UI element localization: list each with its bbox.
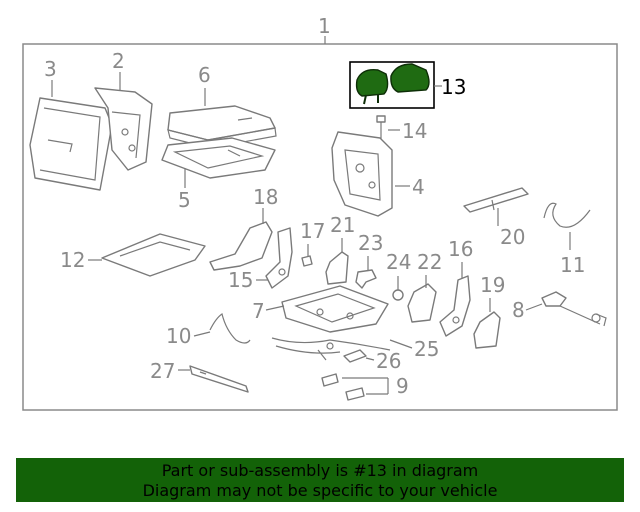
callout-15: 15 (228, 268, 253, 292)
callout-23: 23 (358, 231, 383, 255)
part-3-seatback-panel[interactable] (29, 97, 113, 191)
callout-10: 10 (166, 324, 191, 348)
callout-18: 18 (253, 185, 278, 209)
part-12-panel[interactable] (101, 233, 206, 277)
part-26-connector[interactable] (343, 349, 367, 363)
part-22-cover[interactable] (407, 283, 437, 323)
part-14-guide[interactable] (376, 115, 386, 140)
callout-16: 16 (448, 237, 473, 261)
callout-3: 3 (44, 57, 57, 81)
callout-27: 27 (150, 359, 175, 383)
info-banner: Part or sub-assembly is #13 in diagram D… (16, 458, 624, 502)
part-7-cushion-frame[interactable] (281, 285, 389, 333)
banner-line-2: Diagram may not be specific to your vehi… (142, 481, 498, 500)
callout-8: 8 (512, 298, 525, 322)
part-13-head-restraint[interactable] (355, 63, 430, 105)
part-15-recliner[interactable] (265, 227, 293, 289)
part-17-clip[interactable] (301, 255, 313, 267)
part-5-cushion-frame[interactable] (161, 137, 276, 179)
part-23-latch[interactable] (355, 269, 377, 289)
part-11-wire[interactable] (543, 202, 591, 228)
callout-7: 7 (252, 299, 265, 323)
part-2-seatback-frame[interactable] (94, 87, 153, 171)
callout-25: 25 (414, 337, 439, 361)
callout-22: 22 (417, 250, 442, 274)
part-16-recliner[interactable] (439, 275, 471, 337)
callout-4-text: 4 (412, 175, 425, 199)
part-8-adjuster[interactable] (541, 291, 607, 327)
callout-13: 13 (441, 75, 466, 99)
part-27-bar[interactable] (189, 365, 249, 393)
part-13-highlight-box (349, 61, 435, 109)
part-18-trim[interactable] (209, 221, 273, 271)
callout-20: 20 (500, 225, 525, 249)
callout-21: 21 (330, 213, 355, 237)
callout-19: 19 (480, 273, 505, 297)
callout-12: 12 (60, 248, 85, 272)
callout-9: 9 (396, 374, 409, 398)
part-24-knob[interactable] (392, 289, 404, 301)
callout-5: 5 (178, 188, 191, 212)
callout-2: 2 (112, 49, 125, 73)
part-9-clips[interactable] (321, 373, 365, 401)
part-25-harness[interactable] (271, 337, 391, 361)
part-19-cover[interactable] (473, 311, 501, 349)
banner-line-1: Part or sub-assembly is #13 in diagram (161, 461, 479, 480)
callout-14: 14 (402, 119, 427, 143)
callout-26: 26 (376, 349, 401, 373)
part-20-rail[interactable] (463, 187, 529, 213)
part-4-back-frame[interactable] (331, 131, 393, 217)
callout-24: 24 (386, 250, 411, 274)
callout-11: 11 (560, 253, 585, 277)
callout-6: 6 (198, 63, 211, 87)
part-10-wire[interactable] (209, 313, 251, 344)
callout-17: 17 (300, 219, 325, 243)
callout-1: 1 (318, 14, 331, 38)
parts-diagram: 1 3 2 6 5 13 (22, 14, 618, 411)
